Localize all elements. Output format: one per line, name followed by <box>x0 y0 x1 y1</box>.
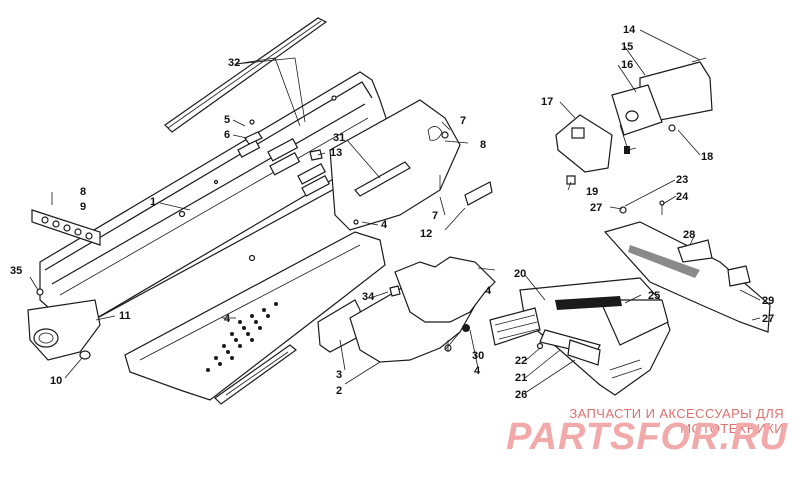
callout-labels: 32 1 5 6 31 13 7 8 8 9 7 12 4 35 11 4 10… <box>10 24 774 401</box>
callout-32: 32 <box>228 57 240 69</box>
callout-1: 1 <box>150 196 156 208</box>
reinforcement-plate-part <box>317 256 496 363</box>
callout-2: 2 <box>336 385 342 397</box>
small-bracket-part <box>244 119 323 161</box>
callout-19: 19 <box>586 186 598 198</box>
callout-12: 12 <box>420 228 432 240</box>
rear-fasteners <box>619 200 665 215</box>
front-nose-part <box>27 288 101 361</box>
callout-4c: 4 <box>474 365 481 377</box>
callout-31: 31 <box>333 132 345 144</box>
callout-4b: 4 <box>224 313 231 325</box>
callout-25: 25 <box>648 290 660 302</box>
callout-33: 34 <box>362 291 375 303</box>
callout-10: 10 <box>50 375 62 387</box>
callout-11: 11 <box>119 310 131 322</box>
callout-23: 23 <box>676 174 688 186</box>
callout-18: 18 <box>701 151 713 163</box>
callout-28: 28 <box>683 229 695 241</box>
callout-7a: 7 <box>460 115 466 127</box>
callout-16: 16 <box>621 59 633 71</box>
callout-26: 27 <box>590 202 602 214</box>
callout-15: 15 <box>621 41 633 53</box>
callout-20: 20 <box>514 268 526 280</box>
callout-3: 3 <box>336 369 342 381</box>
snow-flap-part <box>603 221 771 333</box>
tail-light-part <box>555 57 713 185</box>
callout-35: 35 <box>10 265 22 277</box>
callout-7b: 7 <box>432 210 438 222</box>
callout-14: 14 <box>623 24 636 36</box>
step-grid <box>494 314 643 379</box>
fasteners <box>353 131 493 225</box>
watermark-tagline: ЗАПЧАСТИ И АКСЕССУАРЫ ДЛЯ МОТОТЕХНИКИ <box>569 406 784 436</box>
callout-34: 30 <box>472 350 484 362</box>
front-bracket-part <box>31 192 101 246</box>
bolts <box>389 285 452 352</box>
callout-30: 26 <box>515 389 527 401</box>
callout-21: 21 <box>515 372 527 384</box>
rear-bumper-part <box>489 277 671 396</box>
callout-29: 29 <box>762 295 774 307</box>
leader-lines <box>29 29 761 394</box>
callout-4d: 4 <box>485 285 492 297</box>
callout-22: 22 <box>515 355 527 367</box>
running-board-part <box>124 231 386 405</box>
running-board-holes <box>206 302 278 372</box>
callout-8b: 8 <box>80 186 86 198</box>
callout-9: 9 <box>80 201 86 213</box>
callout-13: 13 <box>330 147 342 159</box>
callout-5: 5 <box>224 114 230 126</box>
callout-6: 6 <box>224 129 230 141</box>
callout-24: 24 <box>676 191 689 203</box>
callout-4a: 4 <box>381 219 388 231</box>
watermark-logo: PARTSFOR.RU <box>506 416 788 458</box>
callout-8a: 8 <box>480 139 486 151</box>
rail-strip-part <box>164 17 328 133</box>
callout-17: 17 <box>541 96 553 108</box>
